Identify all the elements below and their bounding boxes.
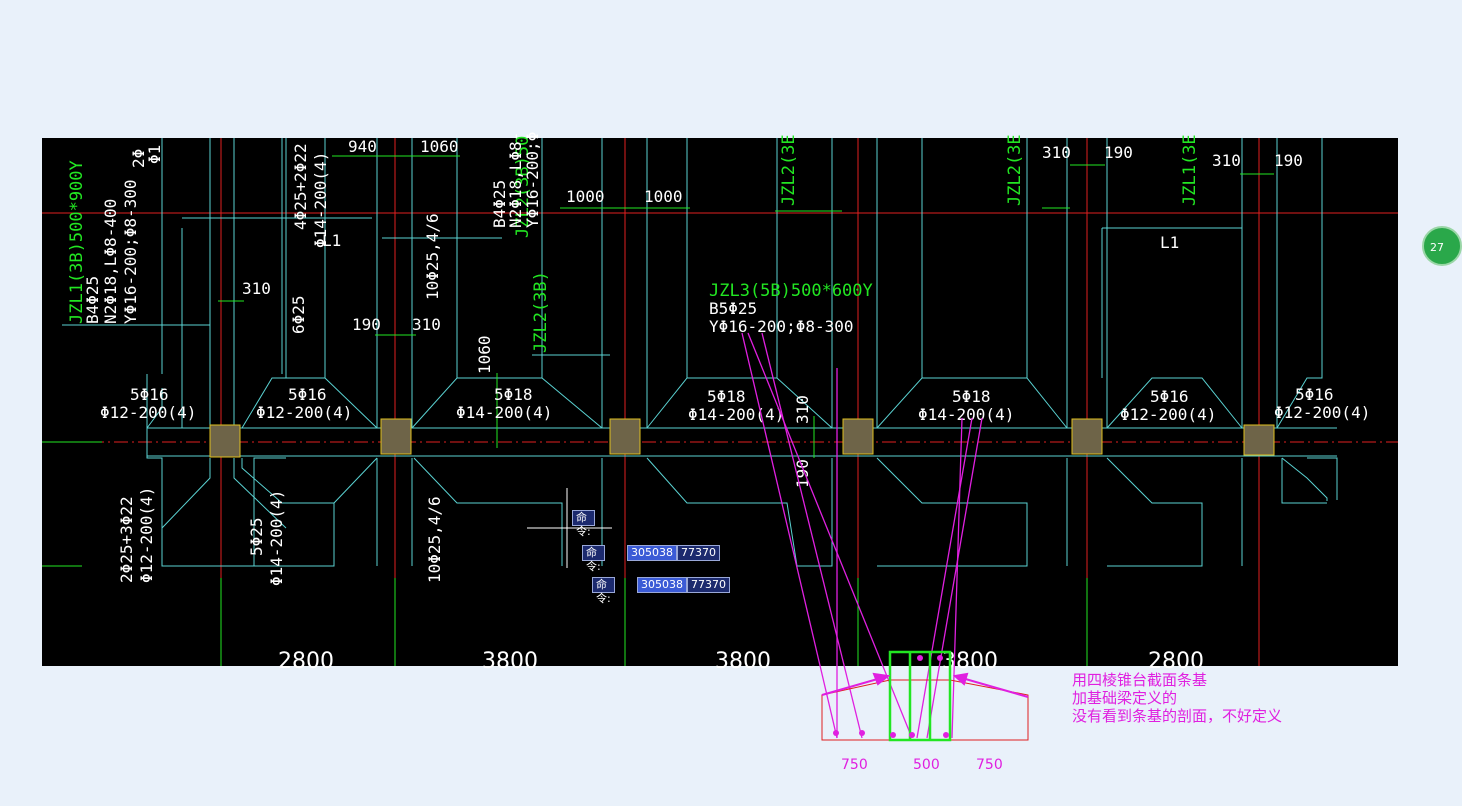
svg-text:310: 310 [1042,143,1071,162]
section-dim-right: 750 [976,757,1003,773]
beam-label: JZL2(3B) [531,271,551,353]
rebar-dots [833,655,949,738]
svg-text:Φ1: Φ1 [145,145,164,164]
svg-text:3800: 3800 [482,649,538,674]
svg-text:B5Φ25: B5Φ25 [709,299,757,318]
badge-count: 27 [1430,241,1444,254]
annotation-line-3: 没有看到条基的剖面，不好定义 [1072,707,1283,725]
beam-label: JZL2(3E [1005,134,1025,206]
x-coordinate-input[interactable]: 305038 [627,545,677,561]
svg-text:5Φ18: 5Φ18 [707,387,746,406]
svg-text:Φ14-200(4): Φ14-200(4) [456,403,552,422]
svg-text:L1: L1 [1160,233,1179,252]
svg-text:310: 310 [1212,151,1241,170]
section-dim-left: 750 [841,757,868,773]
command-prompt: 命令: [572,510,595,538]
svg-text:10Φ25,4/6: 10Φ25,4/6 [425,496,444,583]
green-labels: JZL1(3B)500*900Y JZL2(3B)50 JZL2(3B) JZL… [67,134,1200,353]
command-prompt: 命令: [592,577,615,605]
svg-text:1000: 1000 [566,187,605,206]
svg-text:310: 310 [412,315,441,334]
svg-text:Φ12-200(4): Φ12-200(4) [100,403,196,422]
svg-text:5Φ16: 5Φ16 [288,385,327,404]
beam-label: JZL2(3B)50 [513,136,533,238]
dimension-lines [218,155,1274,458]
cad-canvas[interactable]: JZL1(3B)500*900Y JZL2(3B)50 JZL2(3B) JZL… [42,132,1398,739]
svg-text:Φ14-200(4): Φ14-200(4) [267,490,286,586]
svg-text:6Φ25: 6Φ25 [289,295,308,334]
y-coordinate-input[interactable]: 77370 [677,545,720,561]
section-dim-mid: 500 [913,757,940,773]
svg-text:Φ14-200(4): Φ14-200(4) [918,405,1014,424]
beam-label: JZL3(5B)500*600Y [709,281,873,301]
columns [209,418,1275,458]
foundation-outlines [62,138,1338,567]
svg-text:3800: 3800 [715,649,771,674]
svg-text:Φ14-200(4): Φ14-200(4) [311,152,330,248]
svg-text:2Φ: 2Φ [129,149,148,168]
svg-text:5Φ16: 5Φ16 [1295,385,1334,404]
svg-text:940: 940 [348,137,377,156]
svg-text:3800: 3800 [942,649,998,674]
svg-text:YΦ16-200;Φ: YΦ16-200;Φ [523,132,542,228]
svg-text:N2Φ18,LΦ8-: N2Φ18,LΦ8- [506,132,525,228]
svg-text:Φ12-200(4): Φ12-200(4) [256,403,352,422]
svg-text:2Φ25+3Φ22: 2Φ25+3Φ22 [117,496,136,583]
svg-text:5Φ16: 5Φ16 [130,385,169,404]
leader-lines [741,332,983,739]
svg-text:4Φ25+2Φ22: 4Φ25+2Φ22 [291,143,310,230]
svg-text:190: 190 [352,315,381,334]
cad-drawing-viewport[interactable]: JZL1(3B)500*900Y JZL2(3B)50 JZL2(3B) JZL… [42,132,1398,739]
svg-text:2800: 2800 [278,649,334,674]
axis-lines [42,138,1398,666]
white-labels: B4Φ25 N2Φ18,LΦ8-400 YΦ16-200;Φ8-300 2Φ Φ… [83,132,1370,586]
svg-text:310: 310 [242,279,271,298]
svg-text:B4Φ25: B4Φ25 [83,276,102,324]
annotation-line-1: 用四棱锥台截面条基 [1072,671,1208,689]
beam-label: JZL1(3E [1180,134,1200,206]
svg-text:Φ12-200(4): Φ12-200(4) [137,487,156,583]
svg-text:L1: L1 [322,231,341,250]
beam-label: JZL2(3E [779,134,799,206]
svg-text:1060: 1060 [420,137,459,156]
svg-text:Φ12-200(4): Φ12-200(4) [1120,405,1216,424]
crosshair [527,488,612,568]
beam-label: JZL1(3B)500*900Y [67,160,87,324]
svg-text:YΦ16-200;Φ8-300: YΦ16-200;Φ8-300 [709,317,854,336]
side-badge-button[interactable]: 27 [1422,226,1462,266]
svg-text:310: 310 [793,395,812,424]
svg-text:5Φ18: 5Φ18 [494,385,533,404]
svg-text:190: 190 [1104,143,1133,162]
span-labels: 2800 3800 3800 3800 2800 [278,649,1204,674]
command-prompt: 命令: [582,545,605,573]
svg-text:Φ12-200(4): Φ12-200(4) [1274,403,1370,422]
svg-text:Φ14-200(4): Φ14-200(4) [688,405,784,424]
svg-text:5Φ25: 5Φ25 [247,517,266,556]
x-coordinate-input[interactable]: 305038 [637,577,687,593]
svg-text:B4Φ25: B4Φ25 [490,180,509,228]
svg-text:1000: 1000 [644,187,683,206]
svg-text:190: 190 [1274,151,1303,170]
svg-text:2800: 2800 [1148,649,1204,674]
svg-text:5Φ18: 5Φ18 [952,387,991,406]
annotation-line-2: 加基础梁定义的 [1072,689,1178,707]
svg-text:N2Φ18,LΦ8-400: N2Φ18,LΦ8-400 [101,199,120,324]
y-coordinate-input[interactable]: 77370 [687,577,730,593]
svg-text:10Φ25,4/6: 10Φ25,4/6 [423,213,442,300]
svg-text:1060: 1060 [475,335,494,374]
svg-text:YΦ16-200;Φ8-300: YΦ16-200;Φ8-300 [121,180,140,325]
svg-text:5Φ16: 5Φ16 [1150,387,1189,406]
